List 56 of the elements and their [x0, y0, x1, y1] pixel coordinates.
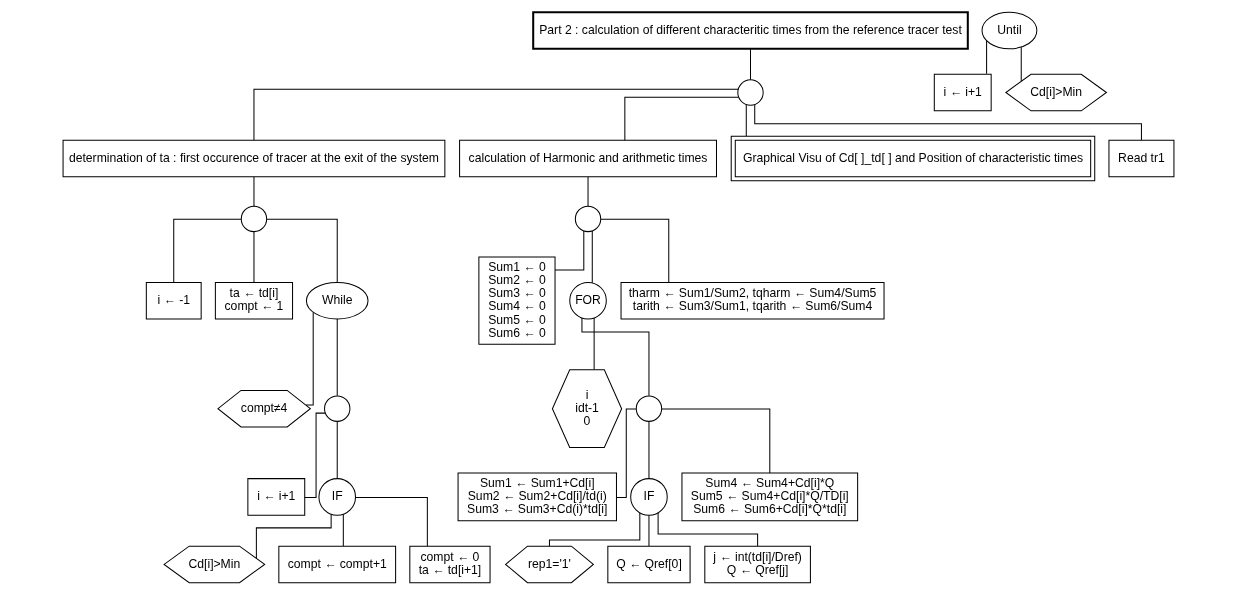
- connector: [336, 421, 338, 480]
- node-box: tharm ← Sum1/Sum2, tqharm ← Sum4/Sum5 tarith ← Sum3/Sum1, tqarith ← Sum6/Sum4: [620, 281, 885, 320]
- connector: [749, 48, 751, 81]
- node-box: i ← i+1: [246, 478, 305, 516]
- connector: [336, 318, 338, 397]
- connector: [1020, 46, 1022, 82]
- connector: [657, 512, 758, 547]
- node-circle: IF: [317, 478, 356, 516]
- connector: [354, 496, 428, 547]
- connector: [342, 513, 344, 547]
- connector: [252, 176, 254, 207]
- node-box: Part 2 : calculation of different characteritic times from the reference tracer test: [531, 11, 969, 50]
- connector: [647, 421, 649, 480]
- connector: [660, 408, 770, 474]
- node-box: j ← int(td[i]/Dref) Q ← Qref[j]: [703, 545, 811, 584]
- node-circle: FOR: [568, 281, 607, 320]
- node-ellipse: Until: [981, 11, 1037, 50]
- node-box: i ← i+1: [933, 73, 992, 112]
- connector: [745, 104, 747, 137]
- node-circle: [736, 79, 764, 106]
- node-box: determination of ta : first occurence of tracer at the exit of the system: [62, 139, 445, 178]
- connector: [548, 512, 640, 547]
- connector: [303, 412, 326, 498]
- connector: [172, 218, 242, 283]
- connector: [615, 408, 637, 498]
- connector: [580, 317, 649, 397]
- node-circle: [635, 395, 662, 422]
- node-box: ta ← td[i] compt ← 1: [214, 281, 293, 320]
- node-circle: [574, 205, 601, 233]
- node-box: Sum4 ← Sum4+Cd[i]*Q Sum5 ← Sum4+Cd[i]*Q/TD[i] Sum6 ← Sum6+Cd[i]*Q*td[i]: [680, 472, 858, 522]
- connector: [304, 311, 314, 406]
- node-box: Read tr1: [1107, 139, 1174, 178]
- node-circle: IF: [629, 478, 668, 516]
- connector: [591, 230, 593, 284]
- connector: [985, 40, 987, 75]
- connector: [554, 230, 584, 271]
- connector: [600, 218, 669, 283]
- connector: [647, 514, 649, 547]
- connector: [623, 96, 739, 141]
- node-ellipse: While: [305, 281, 369, 320]
- connector: [587, 176, 589, 207]
- node-box: Sum1 ← Sum1+Cd[i] Sum2 ← Sum2+Cd[i]/td(i) Sum3 ← Sum3+Cd(i)*td[i]: [457, 472, 617, 522]
- node-box: Graphical Visu of Cd[ ]_td[ ] and Position of characteristic times: [730, 135, 1095, 182]
- connector: [593, 317, 595, 370]
- connector: [252, 88, 739, 141]
- node-box: compt ← 0 ta ← td[i+1]: [408, 545, 491, 584]
- node-circle: [323, 395, 350, 422]
- node-box: i ← -1: [145, 281, 202, 320]
- node-circle: [240, 205, 267, 233]
- connector: [252, 231, 254, 283]
- connector: [255, 513, 332, 559]
- node-box: Q ← Qref[0]: [606, 545, 691, 584]
- node-box: Sum1 ← 0 Sum2 ← 0 Sum3 ← 0 Sum4 ← 0 Sum5 ← 0 Sum6 ← 0: [477, 256, 556, 345]
- node-box: calculation of Harmonic and arithmetic times: [458, 139, 717, 178]
- node-box: compt ← compt+1: [277, 545, 396, 584]
- connector: [265, 218, 338, 283]
